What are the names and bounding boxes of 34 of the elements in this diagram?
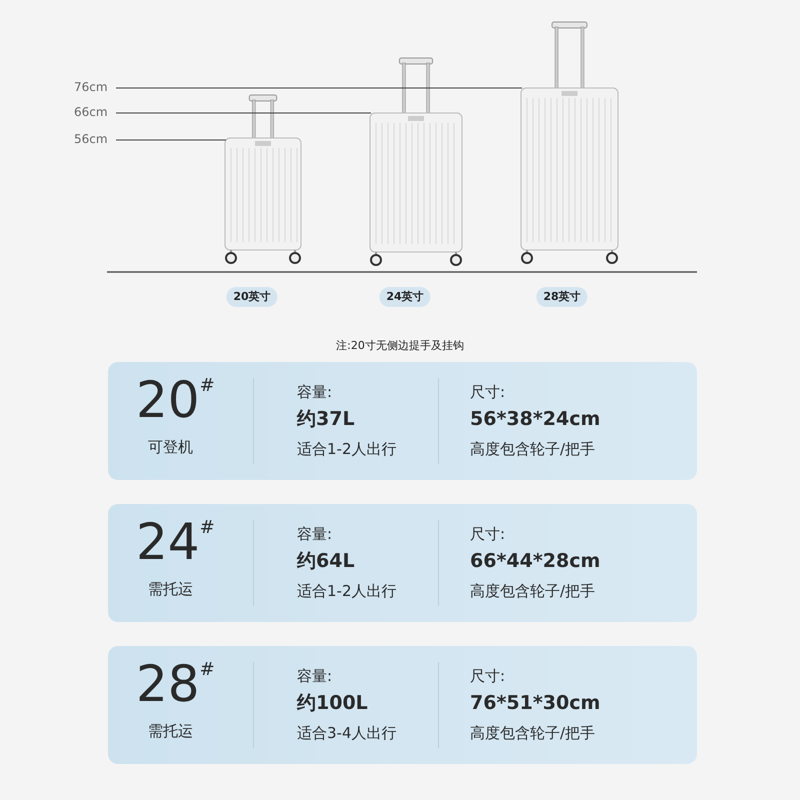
dimension-note: 高度包含轮子/把手	[470, 725, 596, 742]
size-number: 28$^{#}$	[136, 656, 215, 714]
boarding-note: 可登机	[148, 439, 193, 456]
dimension-value: 66*44*28cm	[470, 551, 600, 573]
height-label: 66cm	[74, 105, 108, 119]
size-tag: 20英寸	[226, 287, 278, 307]
field-label: 尺寸:	[470, 526, 506, 544]
boarding-note: 需托运	[148, 581, 193, 598]
dimension-note: 高度包含轮子/把手	[470, 583, 596, 600]
info-card	[108, 362, 697, 480]
dimension-note: 高度包含轮子/把手	[470, 441, 596, 458]
capacity-note: 适合3-4人出行	[297, 725, 396, 742]
size-number: 20$^{#}$	[136, 372, 215, 430]
height-label: 56cm	[74, 132, 108, 146]
height-label: 76cm	[74, 80, 108, 94]
boarding-note: 需托运	[148, 723, 193, 740]
field-label: 容量:	[297, 668, 332, 686]
field-label: 容量:	[297, 384, 332, 402]
info-card	[108, 504, 697, 622]
dimension-value: 56*38*24cm	[470, 409, 600, 431]
capacity-value: 约64L	[297, 551, 355, 573]
capacity-note: 适合1-2人出行	[297, 583, 396, 600]
size-tag: 28英寸	[536, 287, 588, 307]
field-label: 尺寸:	[470, 668, 506, 686]
capacity-note: 适合1-2人出行	[297, 441, 396, 458]
size-number: 24$^{#}$	[136, 514, 215, 572]
dimension-value: 76*51*30cm	[470, 693, 600, 715]
field-label: 尺寸:	[470, 384, 506, 402]
info-card	[108, 646, 697, 764]
note-text: 注:20寸无侧边提手及挂钩	[336, 338, 464, 353]
capacity-value: 约100L	[297, 693, 368, 715]
capacity-value: 约37L	[297, 409, 355, 431]
field-label: 容量:	[297, 526, 332, 544]
size-tag: 24英寸	[379, 287, 431, 307]
